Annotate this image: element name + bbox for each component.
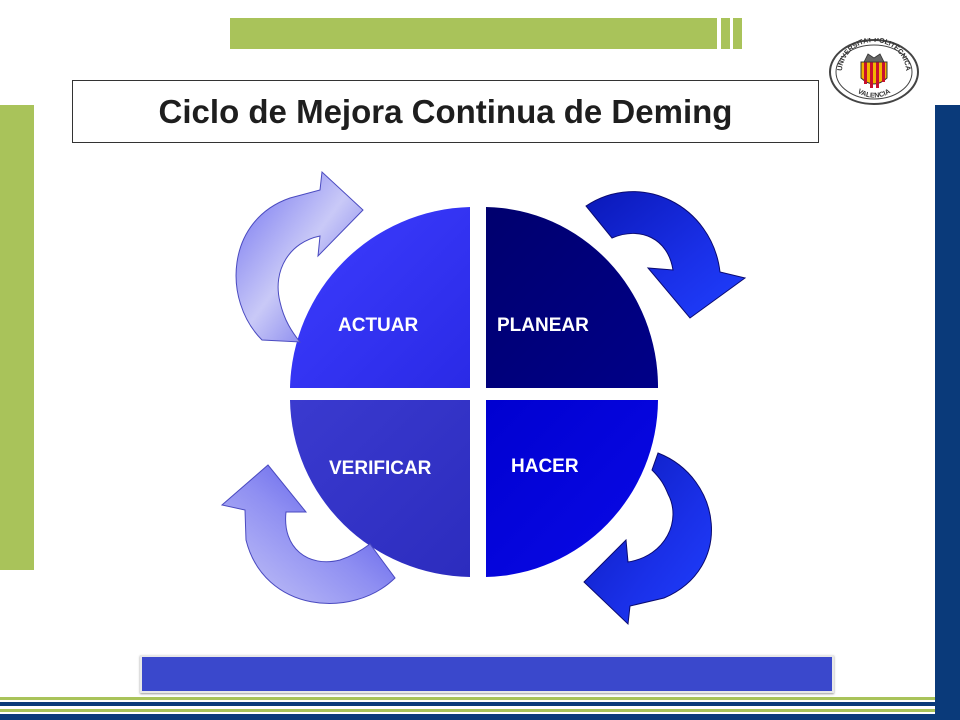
page-title: Ciclo de Mejora Continua de Deming [158,92,733,130]
footer-stripe [0,714,935,720]
label-verificar: VERIFICAR [329,458,432,479]
top-accent-bar [230,18,717,49]
svg-text:VALENCIA: VALENCIA [856,88,891,99]
quadrant-actuar [290,207,470,388]
logo-shield-icon [860,53,888,88]
footer-stripe [0,709,935,712]
top-accent-stripe [733,18,742,49]
cycle-arrow-top-right [585,191,747,319]
footer-stripe [0,697,935,700]
cycle-arrow-bottom-left [220,464,396,605]
logo-bottom-text: VALENCIA [856,88,891,99]
title-box: Ciclo de Mejora Continua de Deming [72,80,819,143]
bottom-banner [140,655,834,693]
top-accent-stripe [721,18,730,49]
university-seal-logo: UNIVERSITAT POLITÈCNICA VALENCIA [829,38,919,105]
footer-stripe [0,702,935,706]
quadrant-verificar [290,400,470,577]
right-accent-bar [935,105,960,720]
cycle-arrow-top-left [235,170,364,343]
left-accent-bar [0,105,34,570]
quadrant-planear [486,207,659,388]
cycle-arrow-bottom-right [583,452,712,626]
label-planear: PLANEAR [497,315,589,336]
label-actuar: ACTUAR [338,315,418,336]
quadrant-hacer [486,400,658,577]
label-hacer: HACER [511,456,579,477]
